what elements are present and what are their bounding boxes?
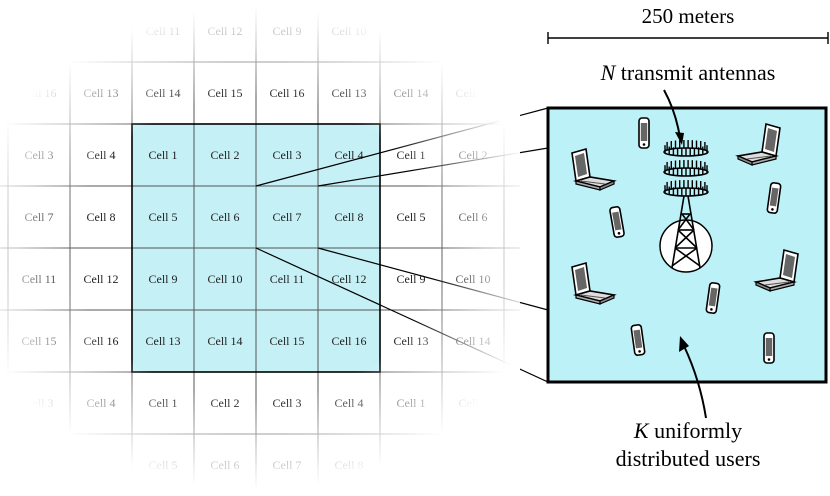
- cell-label: Cell 15: [456, 86, 491, 100]
- cell-label: Cell 2: [459, 396, 488, 410]
- cell-label: Cell 8: [87, 210, 116, 224]
- laptop-icon: [735, 122, 781, 166]
- users-symbol: K: [633, 418, 649, 443]
- mobile-phone-icon: [630, 324, 646, 356]
- antenna-array: [663, 140, 709, 197]
- users-arrowhead: [679, 336, 689, 352]
- cell-label: Cell 10: [332, 24, 367, 38]
- cell-label: Cell 3: [273, 396, 302, 410]
- antennas-label: N transmit antennas: [548, 60, 828, 86]
- mobile-phone-icon: [638, 117, 650, 149]
- cell-grid-lines: [0, 0, 520, 496]
- cell-label: Cell 16: [332, 334, 367, 348]
- cell-label: Cell 7: [25, 210, 54, 224]
- cell-label: Cell 12: [332, 272, 367, 286]
- cell-label: Cell 9: [397, 272, 426, 286]
- cell-label: Cell 2: [211, 396, 240, 410]
- mobile-phone-icon: [766, 182, 782, 214]
- cell-label: Cell 14: [394, 86, 429, 100]
- cell-label: Cell 14: [456, 334, 491, 348]
- cell-label: Cell 11: [146, 24, 181, 38]
- cell-label: Cell 6: [459, 458, 488, 472]
- cell-label: Cell 8: [335, 210, 364, 224]
- cell-label: Cell 6: [459, 210, 488, 224]
- cell-label: Cell 1: [149, 396, 178, 410]
- cell-label: Cell 4: [87, 396, 116, 410]
- cell-label: Cell 10: [456, 272, 491, 286]
- cell-label: Cell 9: [149, 272, 178, 286]
- cell-label: Cell 3: [25, 396, 54, 410]
- cell-label: Cell 9: [25, 24, 54, 38]
- cell-label: Cell 1: [397, 148, 426, 162]
- cell-label: Cell 4: [335, 396, 364, 410]
- cell-label: Cell 14: [208, 334, 243, 348]
- laptop-icon: [753, 248, 799, 292]
- cell-label: Cell 2: [211, 148, 240, 162]
- mobile-phone-icon: [609, 206, 625, 238]
- cell-label: Cell 16: [22, 86, 57, 100]
- cell-label: Cell 6: [211, 458, 240, 472]
- cell-label: Cell 4: [87, 148, 116, 162]
- cell-label: Cell 3: [273, 148, 302, 162]
- antennas-text: transmit antennas: [615, 60, 776, 85]
- cell-label: Cell 15: [270, 334, 305, 348]
- cell-label: Cell 13: [394, 334, 429, 348]
- antenna-tower-icon: [659, 140, 713, 273]
- cell-label: Cell 15: [22, 334, 57, 348]
- cell-label: Cell 6: [211, 210, 240, 224]
- users-text: uniformly: [648, 418, 743, 443]
- arrows: [663, 89, 707, 419]
- users-label-line2: distributed users: [615, 446, 761, 471]
- cell-label: Cell 16: [270, 86, 305, 100]
- scale-label: 250 meters: [641, 4, 735, 28]
- cell-label: Cell 12: [456, 24, 491, 38]
- cell-label: Cell 11: [270, 272, 305, 286]
- cell-label: Cell 5: [149, 210, 178, 224]
- mobile-phone-icon: [705, 282, 721, 314]
- cell-label: Cell 9: [273, 24, 302, 38]
- cell-label: Cell 11: [22, 272, 57, 286]
- cell-label: Cell 3: [25, 148, 54, 162]
- users-arrow: [683, 345, 707, 419]
- cell-label: Cell 10: [84, 24, 119, 38]
- cell-label: Cell 7: [273, 210, 302, 224]
- user-devices: [571, 117, 799, 364]
- cell-label: Cell 14: [146, 86, 181, 100]
- cell-label: Cell 12: [84, 272, 119, 286]
- cell-label: Cell 13: [332, 86, 367, 100]
- antennas-symbol: N: [600, 60, 616, 85]
- cell-label: Cell 11: [394, 24, 429, 38]
- antennas-arrowhead: [675, 132, 684, 145]
- cell-label: Cell 12: [208, 24, 243, 38]
- cell-label: Cell 16: [84, 334, 119, 348]
- cell-label: Cell 13: [84, 86, 119, 100]
- laptop-icon: [571, 261, 617, 305]
- users-label-line1: K uniformly: [548, 418, 828, 444]
- cell-label: Cell 7: [25, 458, 54, 472]
- cell-label: Cell 15: [208, 86, 243, 100]
- cell-label: Cell 5: [397, 458, 426, 472]
- cell-label: Cell 5: [397, 210, 426, 224]
- laptop-icon: [571, 147, 617, 191]
- cell-label: Cell 10: [208, 272, 243, 286]
- scale-bar: [547, 32, 829, 44]
- cell-label: Cell 7: [273, 458, 302, 472]
- cell-label: Cell 13: [146, 334, 181, 348]
- cell-label: Cell 8: [335, 458, 364, 472]
- cell-label: Cell 5: [149, 458, 178, 472]
- cell-label: Cell 1: [149, 148, 178, 162]
- cell-label: Cell 1: [397, 396, 426, 410]
- cell-label: Cell 8: [87, 458, 116, 472]
- cell-label: Cell 4: [335, 148, 364, 162]
- mobile-phone-icon: [763, 332, 775, 364]
